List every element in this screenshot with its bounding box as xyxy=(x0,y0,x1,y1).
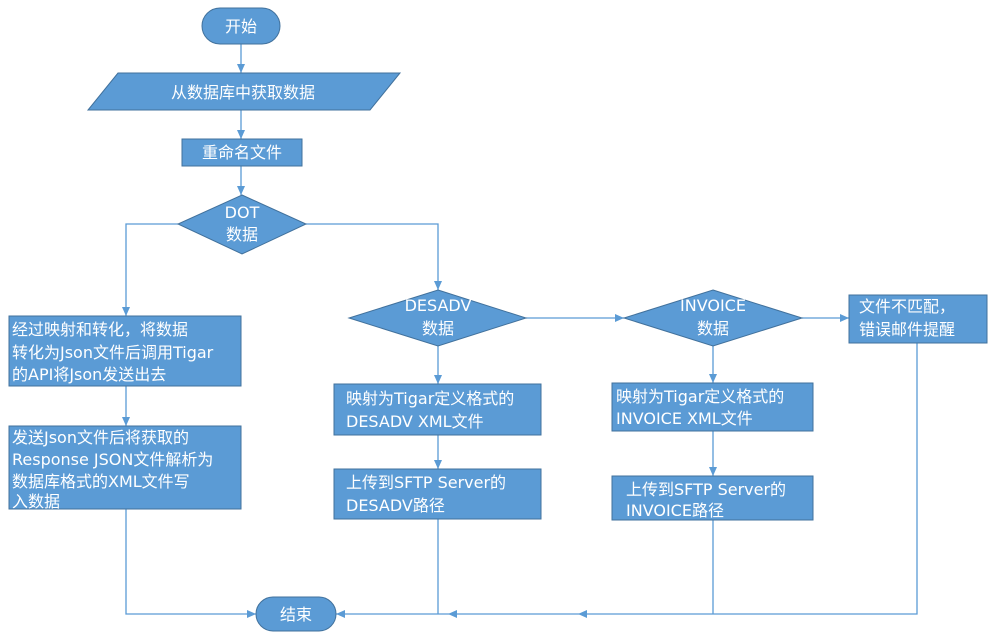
mismatch-line-1: 文件不匹配， xyxy=(859,297,955,316)
desadv-upload-node: 上传到SFTP Server的 DESADV路径 xyxy=(333,468,542,520)
dot-convert-node: 经过映射和转化，将数据 转化为Json文件后调用Tigar 的API将Json发… xyxy=(8,315,242,387)
desadv-map-node: 映射为Tigar定义格式的 DESADV XML文件 xyxy=(333,383,542,436)
mismatch-node: 文件不匹配， 错误邮件提醒 xyxy=(848,294,988,344)
dot-response-line-2: Response JSON文件解析为 xyxy=(12,450,213,469)
desadv-upload-line-1: 上传到SFTP Server的 xyxy=(346,473,506,492)
invoice-decision-line-1: INVOICE xyxy=(680,296,746,315)
invoice-map-node: 映射为Tigar定义格式的 INVOICE XML文件 xyxy=(611,382,814,432)
connector-mismatch-to-bottom xyxy=(578,343,918,618)
dot-decision-shape xyxy=(176,194,308,255)
invoice-decision-line-2: 数据 xyxy=(697,319,729,338)
desadv-decision-line-1: DESADV xyxy=(405,296,472,315)
start-node: 开始 xyxy=(201,7,281,45)
desadv-map-line-1: 映射为Tigar定义格式的 xyxy=(346,389,514,408)
invoice-map-shape xyxy=(611,382,814,432)
mismatch-shape xyxy=(848,294,988,344)
dot-convert-line-1: 经过映射和转化，将数据 xyxy=(12,320,188,339)
dot-response-line-4: 入数据 xyxy=(12,492,60,511)
invoice-decision: INVOICE 数据 xyxy=(622,289,804,347)
end-shape xyxy=(255,596,337,632)
desadv-map-line-2: DESADV XML文件 xyxy=(346,412,484,431)
invoice-upload-line-1: 上传到SFTP Server的 xyxy=(626,480,786,499)
invoice-upload-shape xyxy=(611,475,814,521)
dot-convert-line-3: 的API将Json发送出去 xyxy=(12,365,166,384)
invoice-decision-shape xyxy=(622,289,804,347)
dot-decision: DOT 数据 xyxy=(176,194,308,255)
fetch-label: 从数据库中获取数据 xyxy=(171,83,315,102)
invoice-upload-node: 上传到SFTP Server的 INVOICE路径 xyxy=(611,475,814,521)
start-shape xyxy=(201,7,281,45)
rename-shape xyxy=(181,138,303,167)
connector-dot-to-convert xyxy=(122,223,178,316)
dot-response-shape xyxy=(8,425,242,510)
dot-response-line-3: 数据库格式的XML文件写 xyxy=(12,472,190,491)
fetch-shape xyxy=(86,72,402,111)
dot-convert-shape xyxy=(8,315,242,387)
connector-dot-to-desadv xyxy=(306,223,442,290)
desadv-map-shape xyxy=(333,383,542,436)
invoice-map-line-1: 映射为Tigar定义格式的 xyxy=(616,387,784,406)
desadv-upload-line-2: DESADV路径 xyxy=(346,496,445,515)
invoice-upload-line-2: INVOICE路径 xyxy=(626,501,724,520)
dot-convert-line-2: 转化为Json文件后调用Tigar xyxy=(12,343,214,362)
connectors xyxy=(122,44,918,618)
end-label: 结束 xyxy=(280,605,312,624)
desadv-upload-shape xyxy=(333,468,542,520)
dot-response-line-1: 发送Json文件后将获取的 xyxy=(12,428,189,447)
rename-node: 重命名文件 xyxy=(181,138,303,167)
dot-decision-line-2: 数据 xyxy=(226,225,258,244)
connector-response-to-end xyxy=(125,509,256,618)
dot-response-node: 发送Json文件后将获取的 Response JSON文件解析为 数据库格式的X… xyxy=(8,425,242,511)
invoice-map-line-2: INVOICE XML文件 xyxy=(616,409,753,428)
dot-decision-line-1: DOT xyxy=(225,203,260,222)
start-label: 开始 xyxy=(225,17,257,36)
end-node: 结束 xyxy=(255,596,337,632)
desadv-decision-shape xyxy=(347,289,528,347)
rename-label: 重命名文件 xyxy=(202,143,282,162)
desadv-decision: DESADV 数据 xyxy=(347,289,528,347)
desadv-decision-line-2: 数据 xyxy=(422,319,454,338)
mismatch-line-2: 错误邮件提醒 xyxy=(859,320,955,339)
fetch-node: 从数据库中获取数据 xyxy=(86,72,402,111)
